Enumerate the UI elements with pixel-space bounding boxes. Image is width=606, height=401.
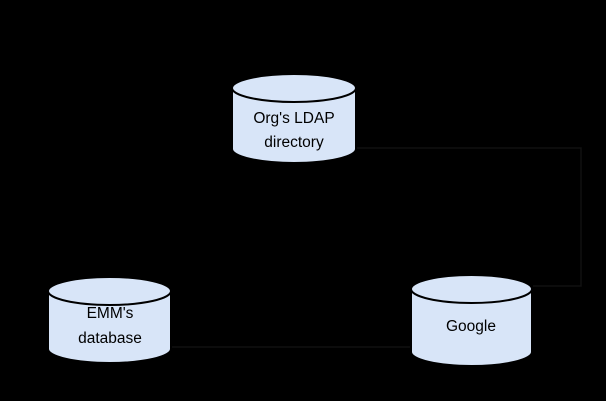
node-emm-database: EMM's database <box>47 276 172 364</box>
node-label-line: directory <box>264 134 324 151</box>
database-cylinder-top-ellipse <box>410 288 533 304</box>
database-cylinder-top-ellipse <box>231 87 357 103</box>
node-label-line: EMM's <box>87 305 134 322</box>
node-label-line: Google <box>446 318 496 335</box>
database-cylinder-shape <box>231 73 357 164</box>
database-cylinder-top-ellipse <box>47 290 172 306</box>
database-cylinder-shape <box>47 276 172 364</box>
node-label-line: database <box>78 330 142 347</box>
node-label-line: Org's LDAP <box>253 110 334 127</box>
node-google: Google <box>410 274 533 367</box>
node-org-ldap-directory: Org's LDAP directory <box>231 73 357 164</box>
connector-ldap-to-google-line <box>357 147 582 287</box>
connectors <box>172 147 582 348</box>
database-cylinder-shape <box>410 274 533 367</box>
